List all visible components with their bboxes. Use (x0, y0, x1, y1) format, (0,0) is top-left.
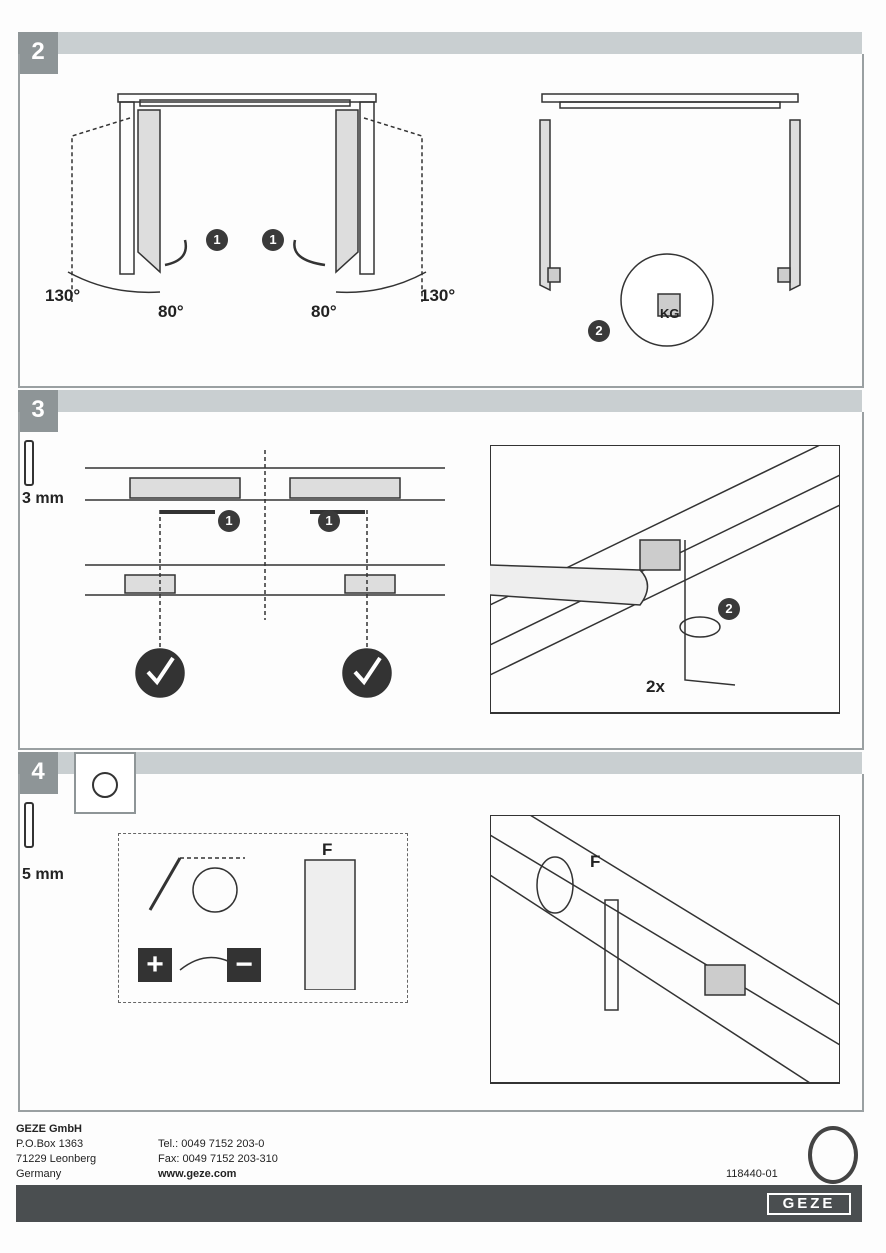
decrease-force-icon: − (227, 948, 261, 982)
weight-label: KG (660, 306, 680, 321)
po-box: P.O.Box 1363 (16, 1138, 84, 1150)
spring-force-diagram (148, 857, 356, 990)
section-3-panel (18, 412, 864, 750)
section-3-header (18, 390, 862, 412)
telephone: Tel.: 0049 7152 203-0 (158, 1138, 265, 1150)
country: Germany (16, 1168, 62, 1180)
angle-80-right: 80° (311, 302, 337, 321)
tool-size-5mm: 5 mm (22, 866, 64, 883)
slider-adjust-diagram (85, 450, 445, 698)
allen-key-detail (490, 445, 840, 714)
turns-label: 2x (646, 677, 665, 696)
step-2-badge: 2 (588, 320, 610, 342)
door-angle-diagram (67, 93, 427, 302)
step-1-badge-s3-right: 1 (318, 510, 340, 532)
quality-seal (808, 1126, 858, 1184)
section-4-header (18, 752, 862, 774)
force-label-detail: F (590, 852, 601, 871)
section-2-number: 2 (18, 32, 58, 74)
step-1-badge-right: 1 (262, 229, 284, 251)
section-2-header (18, 32, 862, 54)
section-2-panel (18, 54, 864, 388)
section-4-panel (18, 774, 864, 1112)
adjust-screw-icon (74, 752, 136, 814)
geze-logo: GEZE (767, 1193, 851, 1215)
hex-key-icon (24, 440, 34, 486)
door-weight-diagram (539, 93, 801, 347)
closing-force-inset (118, 833, 408, 1003)
section-4-number: 4 (18, 752, 58, 794)
force-label-inset: F (322, 840, 333, 859)
step-2-badge-s3: 2 (718, 598, 740, 620)
footer-bar (16, 1185, 862, 1222)
angle-80-left: 80° (158, 302, 184, 321)
step-1-badge-left: 1 (206, 229, 228, 251)
city: 71229 Leonberg (16, 1153, 97, 1165)
tool-size-3mm: 3 mm (22, 490, 64, 507)
company-name: GEZE GmbH (16, 1123, 83, 1135)
increase-force-icon: + (138, 948, 172, 982)
website-link[interactable]: www.geze.com (158, 1168, 237, 1180)
document-number: 118440-01 (726, 1168, 778, 1180)
fax: Fax: 0049 7152 203-310 (158, 1153, 278, 1165)
section-3-number: 3 (18, 390, 58, 432)
hex-key-icon-5mm (24, 802, 34, 848)
step-1-badge-s3-left: 1 (218, 510, 240, 532)
closing-force-detail (490, 815, 840, 1084)
angle-130-left: 130° (45, 286, 81, 305)
angle-130-right: 130° (420, 286, 456, 305)
